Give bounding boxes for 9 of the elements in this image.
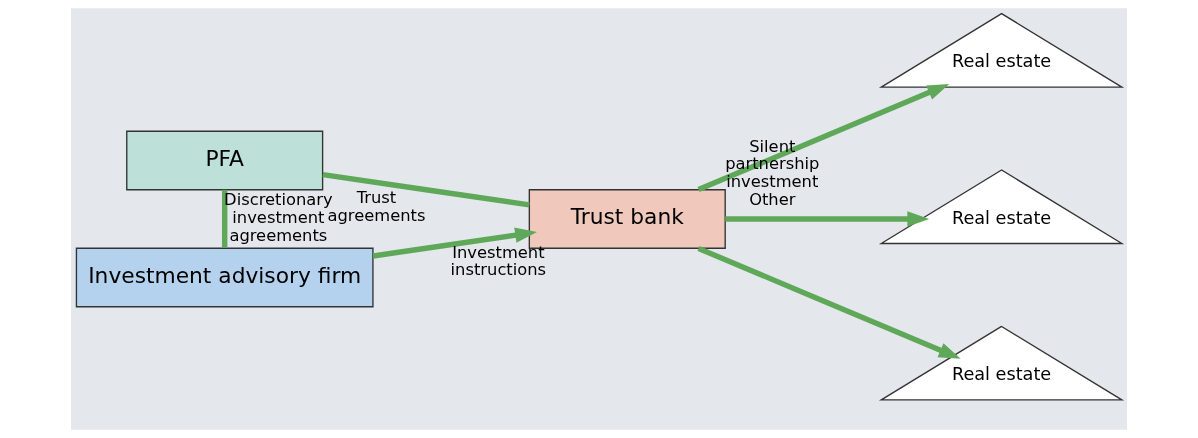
arrow [725, 211, 930, 227]
connector [322, 172, 530, 208]
node-box: Trust bank [528, 189, 726, 249]
arrow [697, 84, 950, 193]
arrow [697, 245, 961, 359]
node-box: Investment advisory firm [75, 247, 374, 308]
node-box: PFA [126, 130, 324, 191]
arrow [372, 227, 537, 259]
connector [221, 189, 228, 248]
